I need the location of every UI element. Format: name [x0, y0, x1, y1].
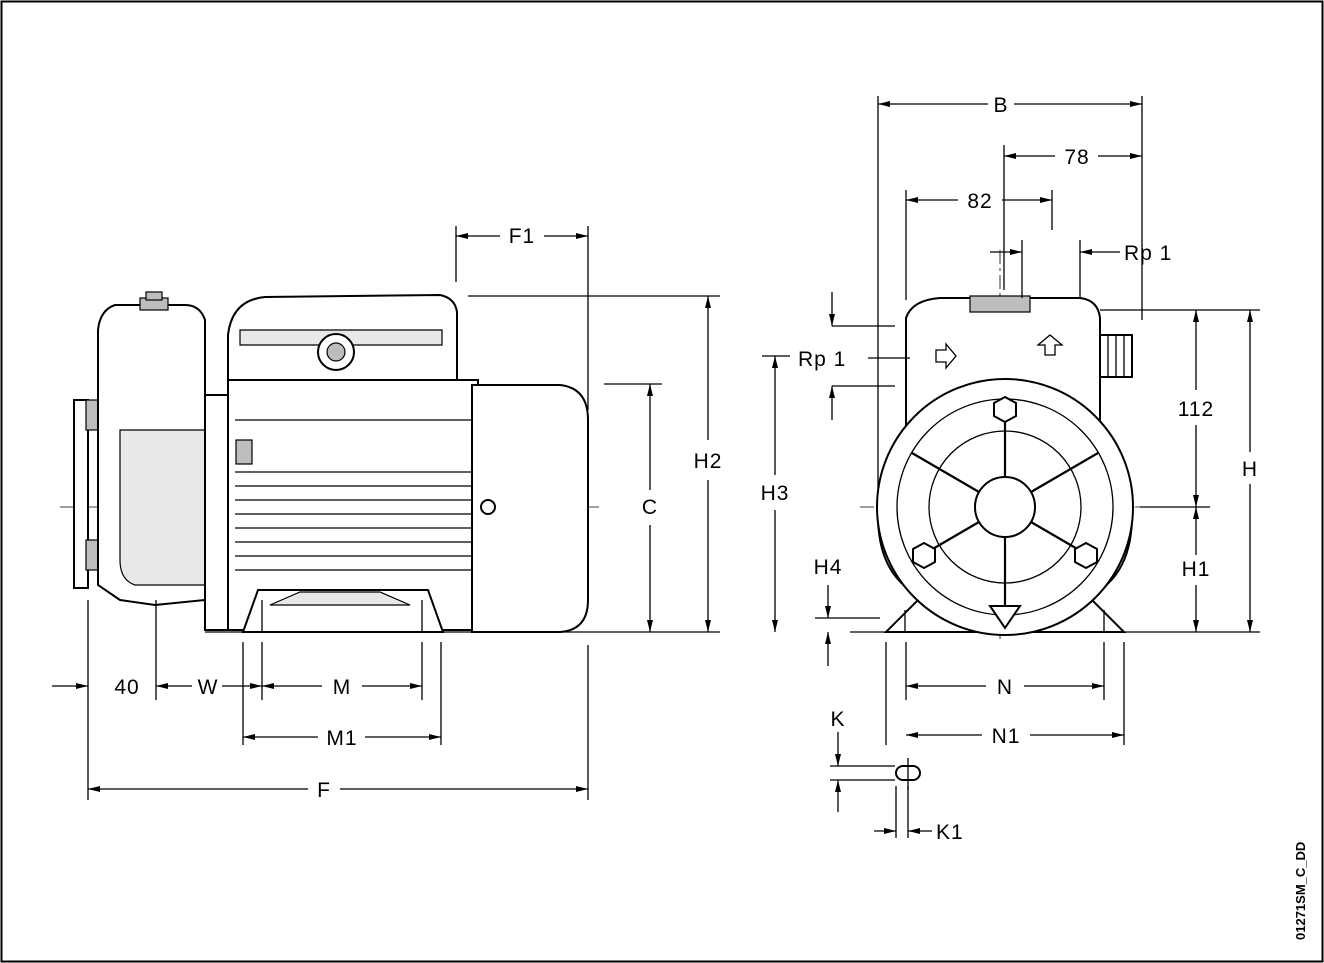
label-M1: M1 [326, 727, 357, 750]
label-H4: H4 [814, 556, 843, 579]
label-K1: K1 [936, 821, 964, 844]
label-B: B [993, 94, 1008, 117]
label-rp-left: Rp 1 [798, 348, 846, 371]
label-N1: N1 [992, 725, 1021, 748]
label-F1: F1 [509, 225, 536, 248]
drawing-code: 01271SM_C_DD [1293, 842, 1308, 940]
label-C: C [642, 496, 658, 519]
inlet-flange [73, 399, 89, 589]
label-rp-top: Rp 1 [1124, 242, 1172, 265]
label-H: H [1242, 458, 1258, 481]
label-H2: H2 [694, 450, 723, 473]
label-F: F [317, 779, 331, 802]
motor-body [227, 379, 479, 631]
fan-cover [471, 384, 589, 633]
label-H1: H1 [1182, 558, 1211, 581]
label-W: W [198, 676, 219, 699]
label-82: 82 [967, 190, 992, 213]
pump-front-view [850, 250, 1260, 640]
label-40: 40 [114, 676, 139, 699]
front-dimensions: B 78 82 Rp 1 Rp 1 H3 H4 [761, 94, 1260, 844]
label-N: N [997, 676, 1013, 699]
fan-hub [974, 476, 1036, 538]
label-K: K [830, 708, 845, 731]
label-112: 112 [1178, 398, 1214, 421]
pump-side-view [60, 291, 720, 633]
label-H3: H3 [761, 482, 790, 505]
label-78: 78 [1064, 146, 1089, 169]
side-dimensions: F1 H2 C 40 W M M1 [52, 225, 723, 802]
label-M: M [333, 676, 352, 699]
